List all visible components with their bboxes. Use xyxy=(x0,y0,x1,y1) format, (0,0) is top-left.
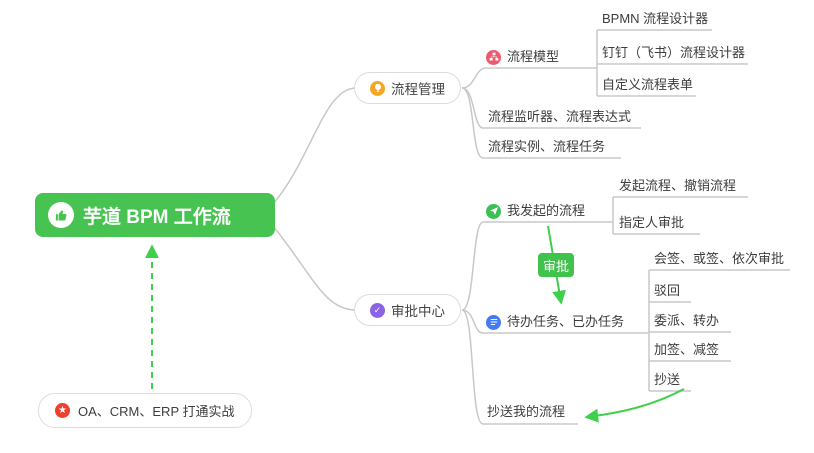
connector-root-approval xyxy=(272,225,357,311)
arrow-cc-flow xyxy=(584,388,685,423)
connector-approval-my xyxy=(461,221,484,311)
send-icon xyxy=(486,203,501,219)
topic-process-model-label: 流程模型 xyxy=(507,49,560,64)
star-icon: ★ xyxy=(55,403,70,418)
flow-model-icon xyxy=(486,49,501,65)
topic-process-management[interactable]: 流程管理 xyxy=(354,72,461,104)
connector-root-process xyxy=(272,87,357,205)
topic-bpmn-designer[interactable]: BPMN 流程设计器 xyxy=(602,11,709,26)
relation-tag-approval[interactable]: 审批 xyxy=(538,253,574,277)
topic-cc-my-processes[interactable]: 抄送我的流程 xyxy=(487,404,566,419)
topic-custom-form[interactable]: 自定义流程表单 xyxy=(602,77,694,92)
topic-oa-crm-erp[interactable]: ★ OA、CRM、ERP 打通实战 xyxy=(38,393,252,428)
topic-reject[interactable]: 驳回 xyxy=(654,283,681,298)
thumbs-up-icon xyxy=(48,202,74,228)
approval-icon: ✓ xyxy=(370,302,385,318)
topic-listener-expression[interactable]: 流程监听器、流程表达式 xyxy=(488,109,632,124)
topic-process-management-label: 流程管理 xyxy=(391,82,445,97)
topic-countersign[interactable]: 会签、或签、依次审批 xyxy=(654,251,785,266)
root-topic[interactable]: 芋道 BPM 工作流 xyxy=(35,193,275,237)
topic-approval-center[interactable]: ✓ 审批中心 xyxy=(354,294,461,326)
connector-approval-ccmy xyxy=(461,309,484,425)
lightbulb-icon xyxy=(370,80,385,96)
connector-process-model xyxy=(461,67,487,89)
branch-connectors xyxy=(272,29,790,425)
connector-approval-tasks xyxy=(461,309,484,334)
topic-assignee-approval[interactable]: 指定人审批 xyxy=(619,215,685,230)
topic-process-model[interactable]: 流程模型 xyxy=(486,49,559,65)
topic-my-processes[interactable]: 我发起的流程 xyxy=(486,203,585,219)
topic-delegate-transfer[interactable]: 委派、转办 xyxy=(654,313,720,328)
topic-add-remove-sign[interactable]: 加签、减签 xyxy=(654,342,720,357)
topic-approval-center-label: 审批中心 xyxy=(391,304,445,319)
topic-dingtalk-designer[interactable]: 钉钉（飞书）流程设计器 xyxy=(602,45,746,60)
topic-cc[interactable]: 抄送 xyxy=(654,372,681,387)
topic-start-cancel[interactable]: 发起流程、撤销流程 xyxy=(619,178,737,193)
root-topic-label: 芋道 BPM 工作流 xyxy=(83,206,231,228)
topic-my-processes-label: 我发起的流程 xyxy=(507,203,586,218)
topic-instance-task[interactable]: 流程实例、流程任务 xyxy=(488,139,606,154)
topic-todo-done-tasks-label: 待办任务、已办任务 xyxy=(507,314,625,329)
topic-oa-crm-erp-label: OA、CRM、ERP 打通实战 xyxy=(78,404,235,419)
topic-todo-done-tasks[interactable]: 待办任务、已办任务 xyxy=(486,314,624,330)
tasks-icon xyxy=(486,314,501,330)
connector-process-instance xyxy=(461,87,484,159)
